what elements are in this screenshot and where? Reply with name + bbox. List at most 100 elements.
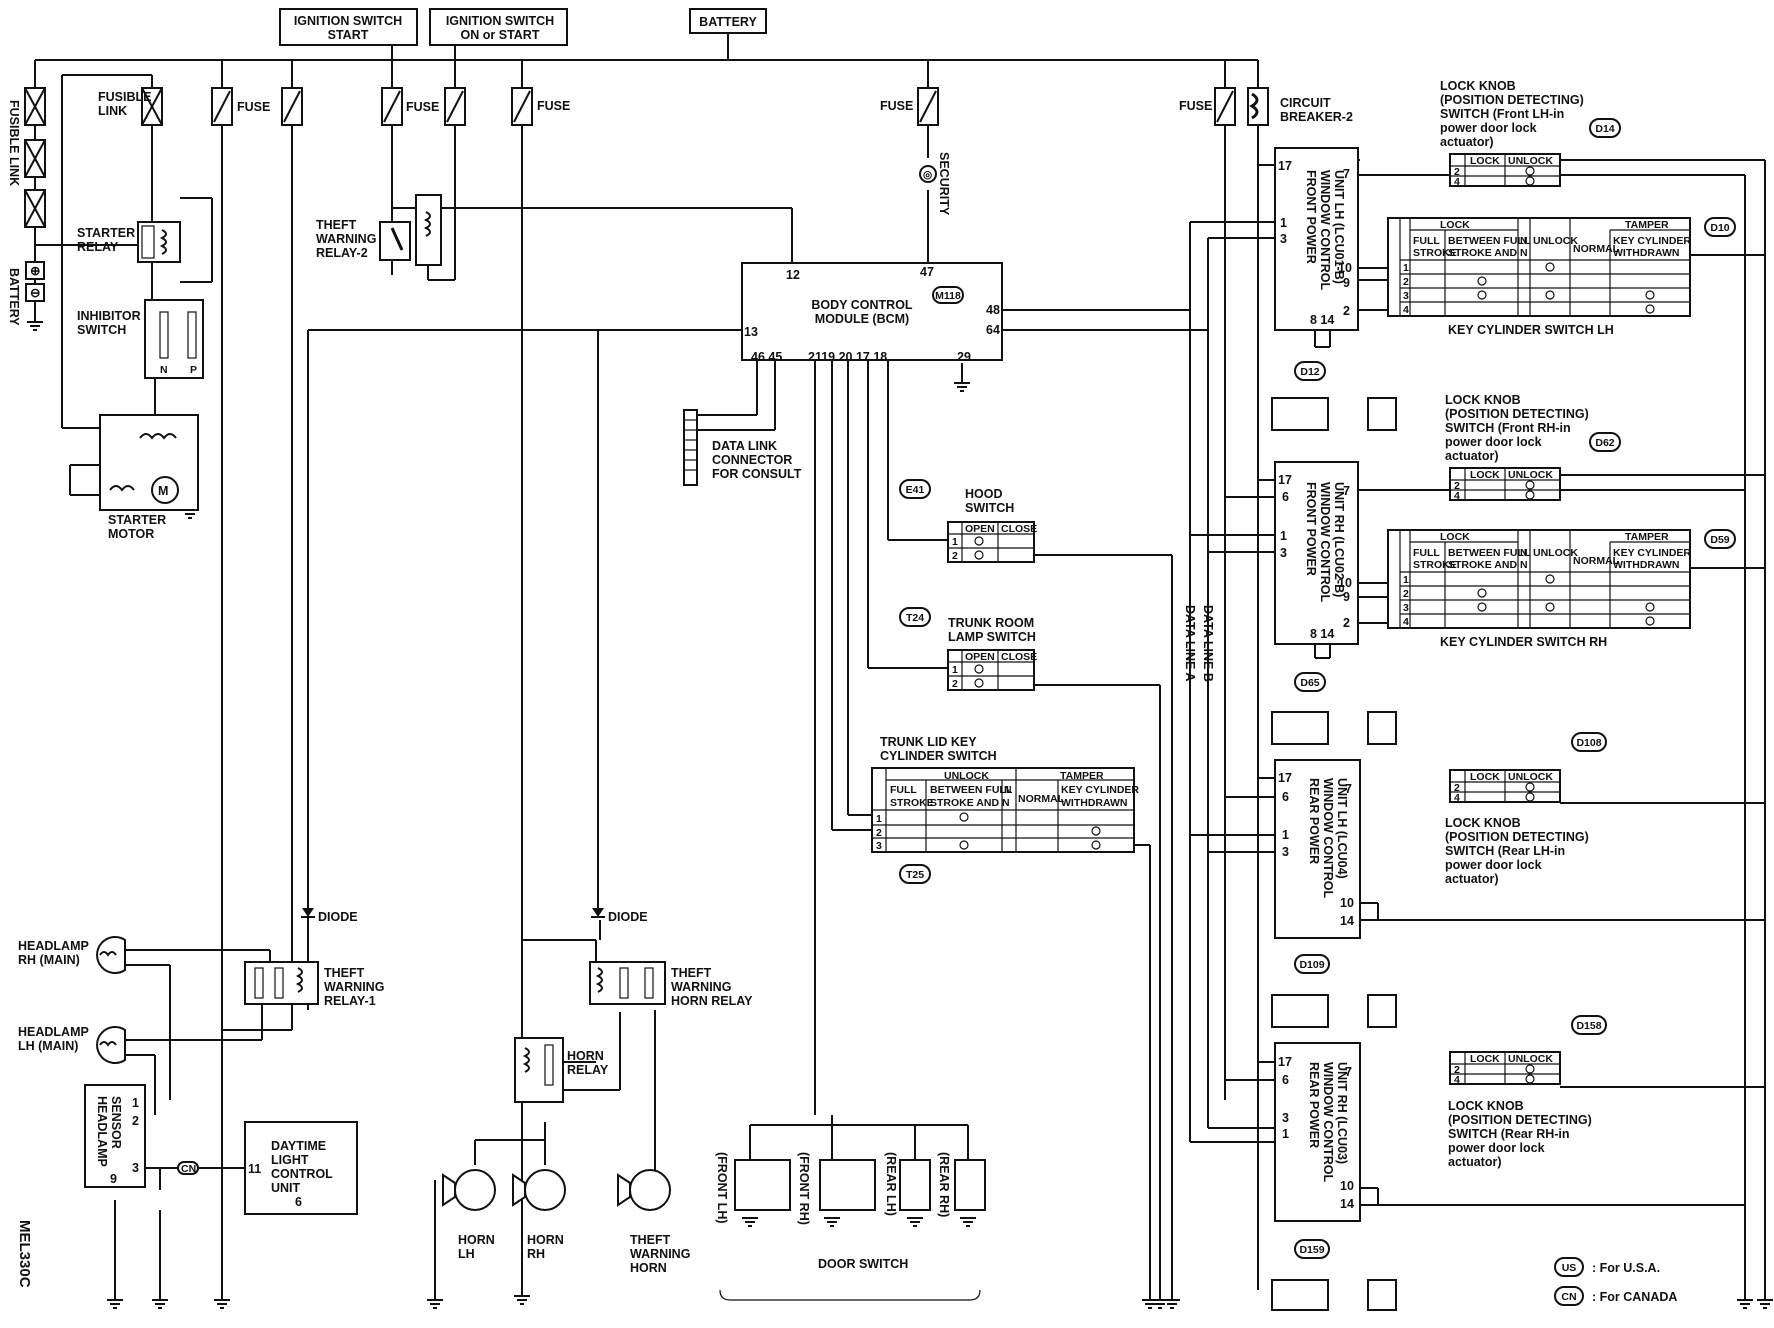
svg-text:14: 14: [1340, 1197, 1354, 1211]
drl-label-3: CONTROL: [271, 1167, 333, 1181]
ignition-start-line1: IGNITION SWITCH: [294, 14, 402, 28]
svg-text:STROKE AND N: STROKE AND N: [1448, 559, 1528, 571]
inhibitor-n: N: [160, 364, 168, 376]
lk-frh-2: (POSITION DETECTING): [1445, 407, 1589, 421]
lk-frh-3: SWITCH (Front RH-in: [1445, 421, 1571, 435]
svg-text:1: 1: [1280, 216, 1287, 230]
svg-text:8 14: 8 14: [1310, 313, 1334, 327]
lk-flh-3: SWITCH (Front LH-in: [1440, 107, 1564, 121]
svg-text:T25: T25: [906, 869, 924, 881]
horn-rh: [512, 1169, 566, 1211]
dlc-label-2: CONNECTOR: [712, 453, 792, 467]
svg-text:1: 1: [1280, 529, 1287, 543]
svg-text:3: 3: [1403, 602, 1409, 614]
lk-flh-4: power door lock: [1440, 121, 1537, 135]
bcm-pins-46-45: 46 45: [751, 350, 782, 364]
diode-1: [301, 908, 315, 918]
dlc-label-3: FOR CONSULT: [712, 467, 802, 481]
svg-text:FULL: FULL: [1413, 547, 1440, 559]
horn-relay-label-2: RELAY: [567, 1063, 609, 1077]
dlc-label-1: DATA LINK: [712, 439, 777, 453]
tl-between1: BETWEEN FULL: [930, 784, 1013, 796]
motor-m: M: [158, 484, 168, 498]
lk-frh-5: actuator): [1445, 449, 1498, 463]
fuse-1: [211, 87, 233, 126]
battery-symbol: ⊕ ⊖: [25, 261, 45, 302]
tl-tamper: TAMPER: [1060, 770, 1104, 782]
svg-text:UNLOCK: UNLOCK: [1508, 155, 1553, 167]
svg-text:D158: D158: [1576, 1020, 1601, 1032]
svg-text:6: 6: [1282, 490, 1289, 504]
fusible-link-2: [141, 87, 163, 126]
trunk-close: CLOSE: [1001, 651, 1037, 663]
svg-text:8 14: 8 14: [1310, 627, 1334, 641]
svg-text:T24: T24: [906, 612, 924, 624]
body-control-module: BODY CONTROL MODULE (BCM) M118 12 47 13 …: [741, 262, 1003, 364]
fusible-link-label-1: FUSIBLE: [98, 90, 151, 104]
bcm-pin-48: 48: [986, 303, 1000, 317]
lk-frh-4: power door lock: [1445, 435, 1542, 449]
bcm-connector: M118: [935, 290, 961, 302]
svg-text:1: 1: [132, 1096, 139, 1110]
connector-e41: E41: [899, 479, 931, 499]
lk-rrh-1: LOCK KNOB: [1448, 1099, 1524, 1113]
rpw-lh-1: REAR POWER: [1307, 778, 1321, 864]
svg-text:D159: D159: [1299, 1244, 1324, 1256]
inhibitor-p: P: [190, 364, 197, 376]
drl-label-2: LIGHT: [271, 1153, 309, 1167]
svg-text:7: 7: [1343, 167, 1350, 181]
svg-text:BETWEEN FULL: BETWEEN FULL: [1448, 547, 1531, 559]
bcm-line2: MODULE (BCM): [815, 312, 909, 326]
relay1-label-1: THEFT: [324, 966, 365, 980]
door-rear-lh: (REAR LH): [884, 1152, 898, 1216]
headlamp-sensor-2: SENSOR: [109, 1096, 123, 1149]
lk-rlh-2: (POSITION DETECTING): [1445, 830, 1589, 844]
power-wiring: [34, 29, 1766, 1300]
svg-text:11: 11: [248, 1162, 261, 1176]
svg-text:2: 2: [1454, 1064, 1460, 1076]
relay2-label-1: THEFT: [316, 218, 357, 232]
svg-text:10: 10: [1338, 576, 1352, 590]
svg-text:◎: ◎: [923, 169, 933, 181]
svg-text:2: 2: [1343, 616, 1350, 630]
key-cylinder-switch-rh: LOCK TAMPER FULL STROKE BETWEEN FULL STR…: [1387, 529, 1691, 629]
rpw-lh-3: UNIT LH (LCU04): [1335, 778, 1349, 879]
battery-box: BATTERY: [689, 8, 767, 34]
svg-text:LOCK: LOCK: [1440, 531, 1470, 543]
svg-text:CN: CN: [1561, 1291, 1576, 1303]
data-link-connector: [683, 409, 698, 486]
bcm-pin-47: 47: [920, 265, 934, 279]
svg-text:7: 7: [1345, 782, 1352, 796]
key-cylinder-switch-lh: LOCK TAMPER FULL STROKE BETWEEN FULL STR…: [1387, 217, 1691, 317]
svg-text:1: 1: [952, 536, 958, 548]
hood-label-1: HOOD: [965, 487, 1003, 501]
svg-text:⊖: ⊖: [30, 286, 40, 300]
connector-d65: D65: [1294, 672, 1326, 692]
svg-text:LOCK: LOCK: [1470, 469, 1500, 481]
svg-text:LOCK: LOCK: [1470, 155, 1500, 167]
fpw-rh-2: WINDOW CONTROL: [1318, 482, 1332, 602]
ignition-on-line1: IGNITION SWITCH: [446, 14, 554, 28]
lk-rrh-2: (POSITION DETECTING): [1448, 1113, 1592, 1127]
lk-flh-1: LOCK KNOB: [1440, 79, 1516, 93]
tl-unlock: UNLOCK: [944, 770, 989, 782]
svg-text:UNLOCK: UNLOCK: [1508, 771, 1553, 783]
fuse-label-4: FUSE: [880, 99, 913, 113]
svg-text:1: 1: [876, 813, 882, 825]
key-cyl-rh-label: KEY CYLINDER SWITCH RH: [1440, 635, 1607, 649]
relay1-label-2: WARNING: [324, 980, 384, 994]
fusible-link-bottom: [24, 189, 46, 228]
svg-text:3: 3: [1280, 546, 1287, 560]
rpw-rh-1: REAR POWER: [1307, 1062, 1321, 1148]
fuses: [24, 87, 1269, 245]
ground-symbols: [27, 321, 1773, 1309]
hood-close: CLOSE: [1001, 523, 1037, 535]
lk-rrh-4: power door lock: [1448, 1141, 1545, 1155]
svg-text:6: 6: [1282, 790, 1289, 804]
fpw-lh-3: UNIT LH (LCU01-B): [1332, 170, 1346, 284]
drl-label-4: UNIT: [271, 1181, 301, 1195]
fpw-rh-1: FRONT POWER: [1304, 482, 1318, 576]
